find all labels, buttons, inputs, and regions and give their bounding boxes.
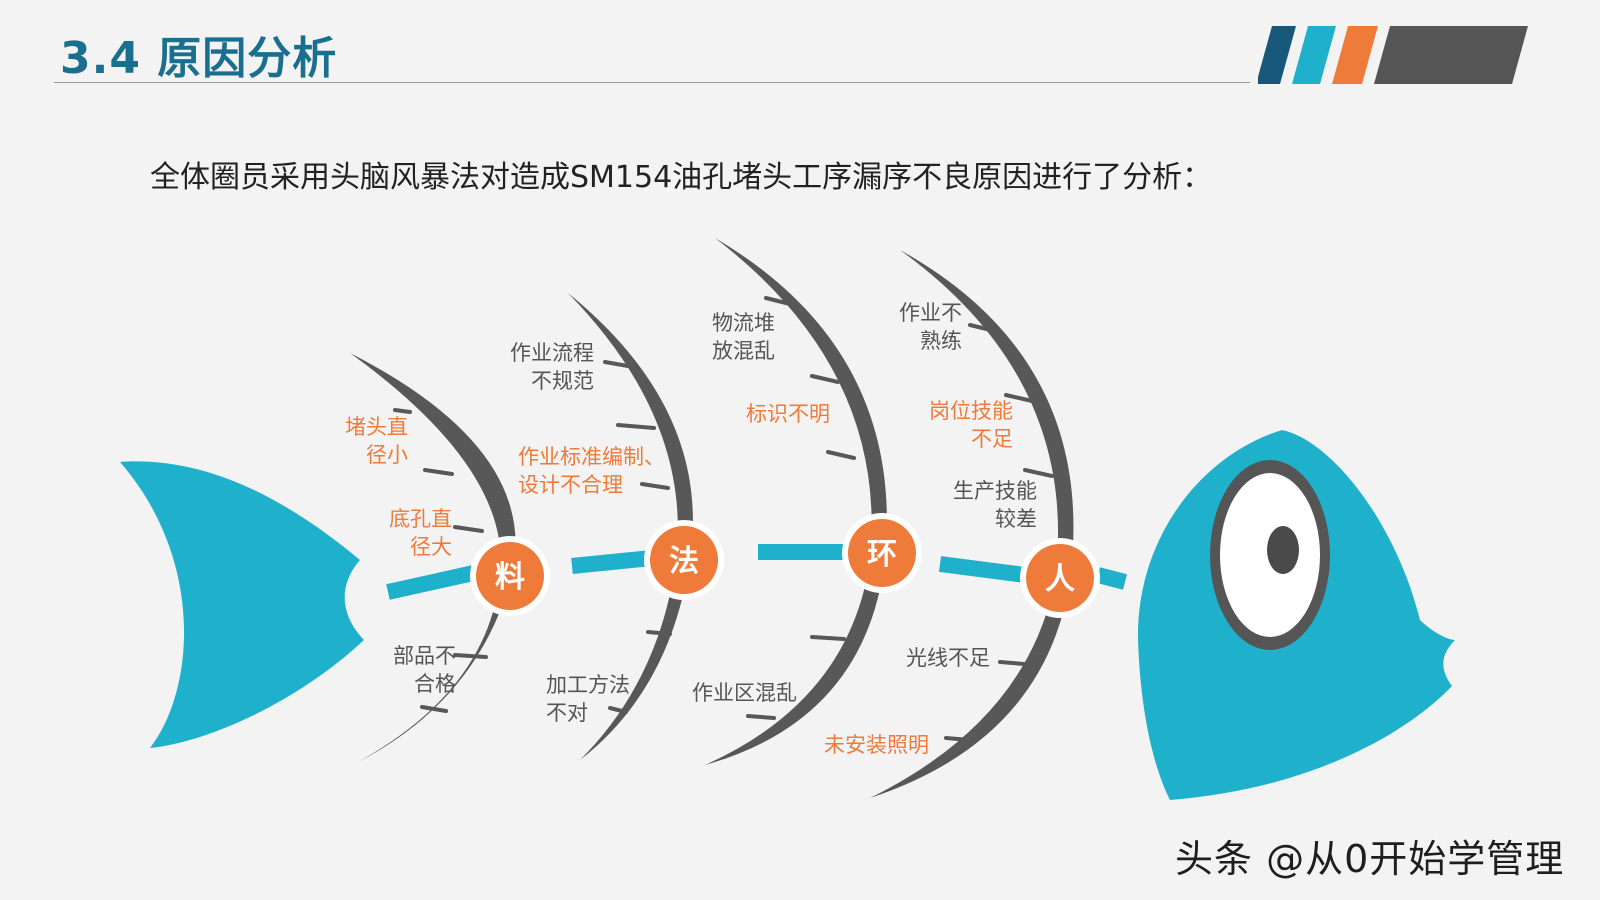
- watermark: 头条 @从0开始学管理: [1175, 837, 1565, 881]
- fish-spine: [386, 544, 1128, 600]
- cause-label: 岗位技能: [929, 399, 1013, 423]
- cause-label: 标识不明: [746, 402, 830, 426]
- rib-2: [568, 293, 693, 760]
- fish-tail: [120, 461, 364, 748]
- rib-3: [705, 238, 887, 765]
- cause-label: 放混乱: [712, 339, 775, 363]
- cause-label: 合格: [414, 672, 456, 696]
- title-divider: [54, 82, 1250, 83]
- cause-label: 设计不合理: [518, 473, 623, 497]
- cause-label: 不对: [546, 701, 588, 725]
- cause-label: 径小: [366, 443, 408, 467]
- cause-label: 部品不: [393, 644, 456, 668]
- category-node-fa: 法: [644, 520, 724, 600]
- cause-label: 作业标准编制、: [518, 445, 665, 469]
- header-stripes-decoration: [1258, 26, 1528, 84]
- cause-label: 不足: [971, 427, 1013, 451]
- rib-ticks: [393, 296, 1054, 742]
- cause-label: 熟练: [920, 329, 962, 353]
- cause-label: 未安装照明: [824, 733, 929, 757]
- cause-label: 不规范: [531, 369, 594, 393]
- category-node-huan: 环: [842, 513, 922, 593]
- fish-pupil: [1267, 526, 1299, 574]
- category-label: 环: [867, 537, 897, 572]
- cause-label: 物流堆: [712, 311, 775, 335]
- cause-label: 作业区混乱: [692, 681, 797, 705]
- cause-label: 底孔直: [389, 507, 452, 531]
- cause-label: 光线不足: [906, 646, 990, 670]
- fish-head: [1137, 430, 1455, 800]
- category-label: 人: [1045, 562, 1075, 597]
- page-title: 3.4 原因分析: [60, 33, 338, 84]
- cause-label: 作业流程: [510, 341, 594, 365]
- category-label: 法: [669, 544, 699, 579]
- cause-label: 加工方法: [546, 673, 630, 697]
- category-node-liao: 料: [470, 536, 550, 616]
- intro-text: 全体圈员采用头脑风暴法对造成SM154油孔堵头工序漏序不良原因进行了分析：: [150, 160, 1213, 195]
- cause-label: 堵头直: [345, 415, 408, 439]
- cause-label: 生产技能: [953, 479, 1037, 503]
- category-label: 料: [495, 560, 525, 595]
- rib-1: [350, 353, 516, 762]
- cause-label: 较差: [995, 507, 1037, 531]
- cause-label: 作业不: [899, 301, 962, 325]
- fish-ribs: [350, 238, 1074, 798]
- cause-label: 径大: [410, 535, 452, 559]
- category-node-ren: 人: [1020, 538, 1100, 618]
